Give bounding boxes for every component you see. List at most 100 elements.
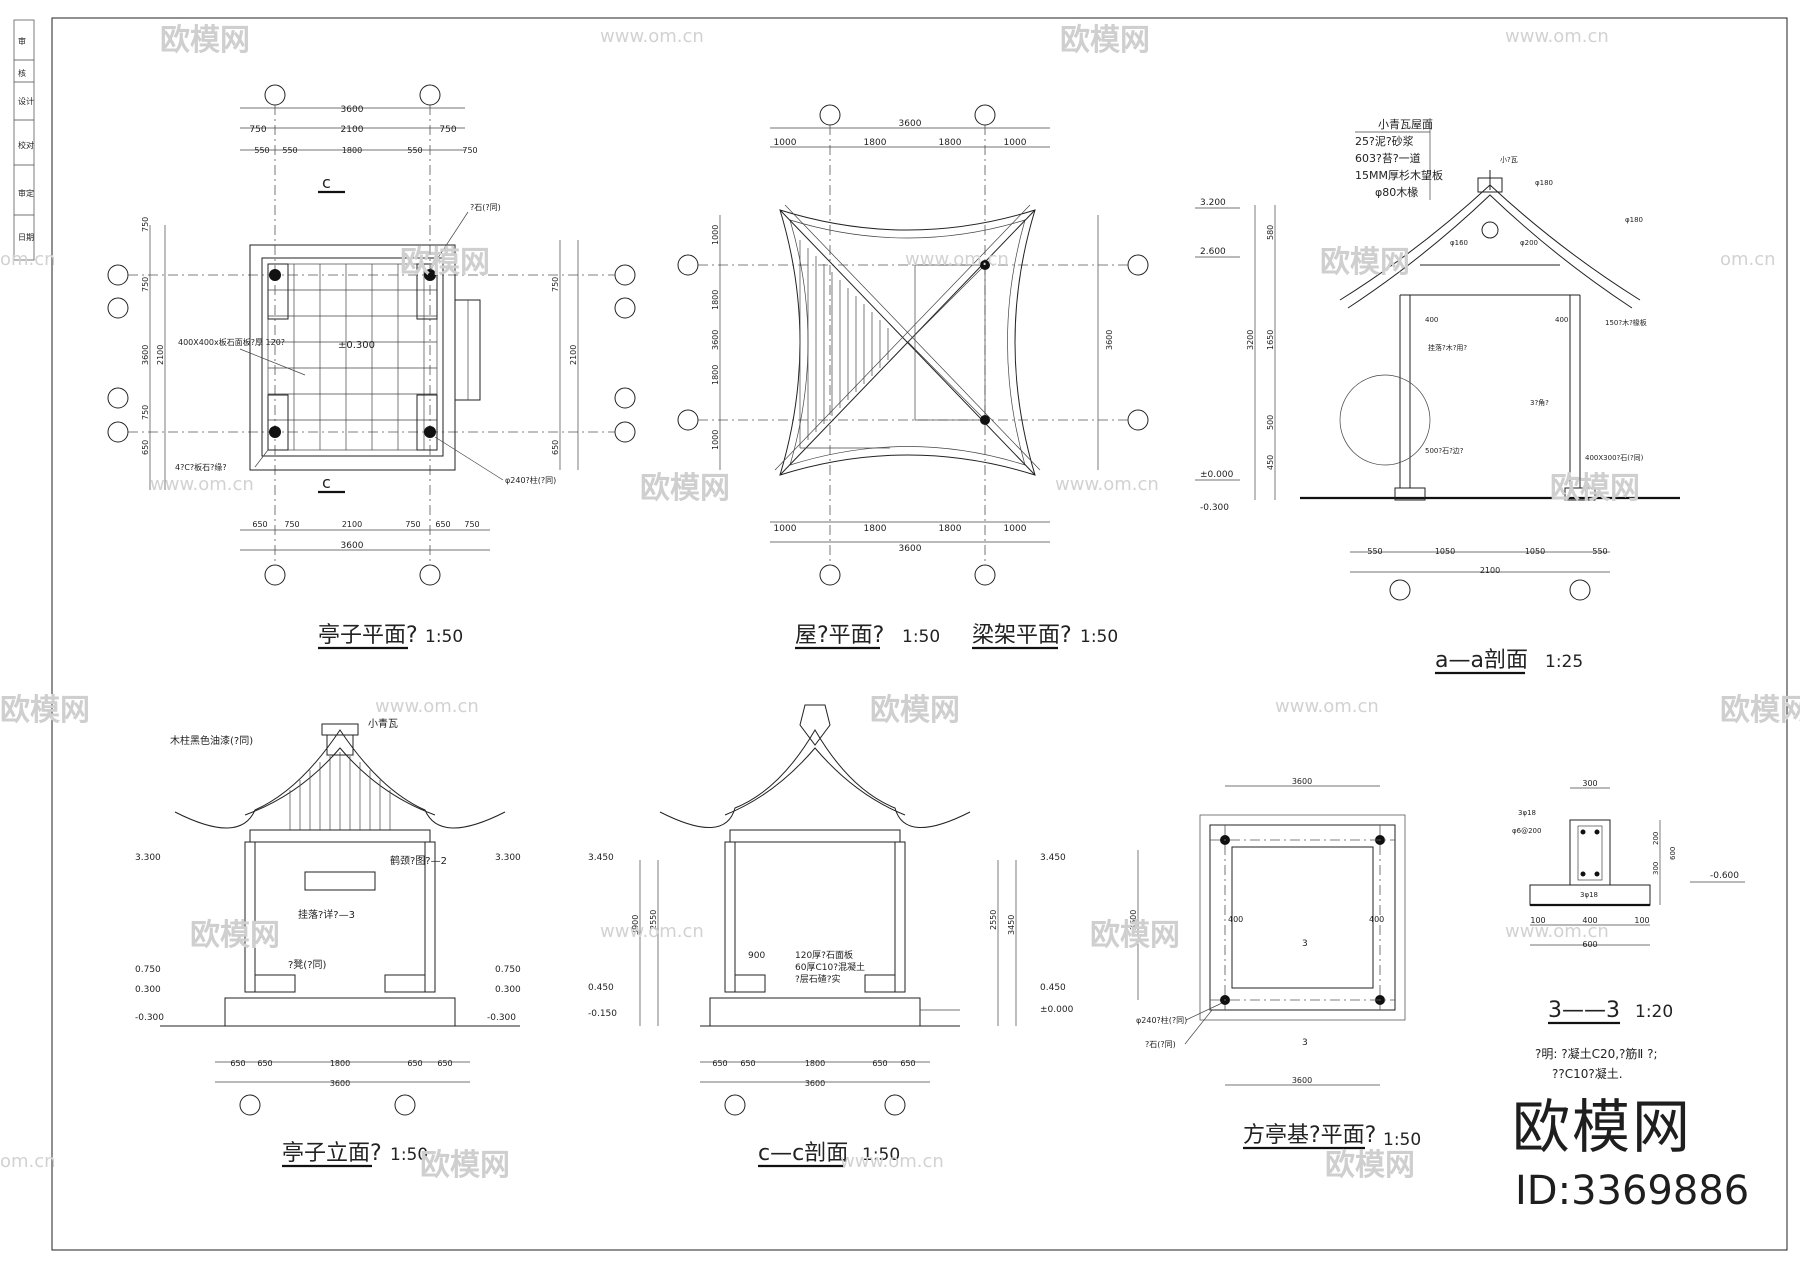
dim-label: 650 [230, 1059, 245, 1068]
dim-label: 400 [1369, 915, 1384, 924]
elevation-label: 0.450 [1040, 983, 1066, 993]
elevation-label: -0.300 [487, 1013, 516, 1023]
note-label: 400 [1425, 316, 1438, 324]
dim-label: 400 [1582, 916, 1597, 925]
dim-label: 3600 [330, 1079, 350, 1088]
dim-label: 2100 [156, 345, 165, 365]
drawing-scale: 1:25 [1545, 652, 1583, 672]
dim-label: 1800 [939, 524, 962, 534]
dim-label: 1800 [342, 146, 362, 155]
grid-bubble [107, 297, 129, 319]
section-mark: c [322, 473, 331, 492]
dim-label: 550 [254, 146, 269, 155]
watermark-logo: 欧模网 [1060, 23, 1150, 58]
note-label: 小青瓦 [368, 717, 398, 730]
drawing-scale: 1:50 [862, 1145, 900, 1165]
dim-label: 2100 [341, 125, 364, 135]
elevation-label: ±0.000 [1040, 1005, 1074, 1015]
foundation-plan: 3600 3600 3600 400 400 3 3 φ240?柱(?同) ?石… [1129, 777, 1421, 1150]
grid-bubble [264, 564, 286, 586]
note-label: 4?C?板石?缘? [175, 462, 227, 472]
drawing-scale: 1:20 [1635, 1002, 1673, 1022]
elevation-label: ±0.300 [338, 340, 375, 351]
watermark-logo: 欧模网 [420, 1148, 510, 1183]
note-label: φ180 [1625, 216, 1643, 224]
dim-label: 3600 [141, 345, 150, 365]
elevation-label: -0.300 [135, 1013, 164, 1023]
grid-bubble [724, 1094, 746, 1116]
watermark-url: om.cn [0, 1151, 56, 1172]
drawing-scale: 1:50 [902, 627, 940, 647]
note-label: 400X300?石(?同) [1585, 454, 1644, 462]
drawing-scale: 1:50 [390, 1145, 428, 1165]
dim-label: 1000 [711, 430, 720, 450]
dim-label: 550 [1592, 547, 1607, 556]
watermark-url: www.om.cn [1505, 26, 1609, 47]
dim-label: 600 [1582, 940, 1597, 949]
dim-label: 550 [1367, 547, 1382, 556]
title-strip: 审 核 设计 校对 审定 日期 [13, 19, 35, 261]
pavilion-plan: 3600 750 2100 750 550 550 1800 550 750 6… [107, 84, 636, 650]
dim-label: 1800 [939, 138, 962, 148]
section-mark: c [322, 173, 331, 192]
dim-label: 3600 [899, 119, 922, 129]
drawing-title: 方亭基?平面? [1243, 1123, 1376, 1148]
dim-label: 750 [462, 146, 477, 155]
grid-bubble [974, 564, 996, 586]
watermark-url: www.om.cn [1055, 474, 1159, 495]
dim-label: 650 [712, 1059, 727, 1068]
grid-bubble [1127, 409, 1149, 431]
watermark-url: om.cn [1720, 249, 1776, 270]
dim-label: 3600 [805, 1079, 825, 1088]
elevation-label: 0.750 [135, 965, 161, 975]
dim-label: 200 [1652, 832, 1660, 845]
note-label: φ180 [1535, 179, 1553, 187]
side-label: 日期 [18, 233, 34, 242]
dim-label: 1800 [330, 1059, 350, 1068]
grid-bubble [1127, 254, 1149, 276]
watermark-logo: 欧模网 [1090, 918, 1180, 953]
dim-label: 750 [249, 125, 266, 135]
watermark-logo: 欧模网 [1720, 693, 1800, 728]
note-label: 3?角? [1530, 398, 1549, 407]
watermark-url: www.om.cn [150, 474, 254, 495]
grid-bubble [819, 104, 841, 126]
dim-label: 650 [407, 1059, 422, 1068]
dim-label: 2100 [569, 345, 578, 365]
elevation-label: 0.300 [495, 985, 521, 995]
side-label: 核 [18, 68, 26, 78]
dim-label: 3600 [899, 544, 922, 554]
grid-bubble [974, 104, 996, 126]
dim-label: 100 [1530, 916, 1545, 925]
dim-label: 2100 [1480, 566, 1500, 575]
note-label: 挂落?详?—3 [298, 908, 355, 921]
dim-label: 3600 [341, 105, 364, 115]
dim-label: 400 [1228, 915, 1243, 924]
watermark-logo: 欧模网 [0, 693, 90, 728]
elevation-label: -0.150 [588, 1009, 617, 1019]
watermark-logo: 欧模网 [1325, 1148, 1415, 1183]
side-label: 设计 [18, 96, 34, 106]
elevation-label: 3.450 [588, 853, 614, 863]
note-label: ??C10?凝土. [1552, 1066, 1623, 1081]
side-label: 审定 [18, 188, 34, 198]
dim-label: 1050 [1525, 547, 1545, 556]
note-label: 25?泥?砂浆 [1355, 134, 1414, 148]
dim-label: 750 [464, 520, 479, 529]
grid-bubble [419, 84, 441, 106]
drawing-title: 亭子平面? [318, 623, 418, 648]
elevation-label: 3.200 [1200, 198, 1226, 208]
note-label: 60厚C10?混凝土 [795, 961, 865, 973]
section-mark: 3 [1302, 939, 1308, 949]
note-label: 400 [1555, 316, 1568, 324]
watermark-logo: 欧模网 [400, 245, 490, 280]
elevation-label: 3.300 [135, 853, 161, 863]
note-label: ?凳(?同) [288, 959, 327, 971]
dim-label: 650 [141, 440, 150, 455]
watermark-url: www.om.cn [600, 921, 704, 942]
dim-label: 1800 [864, 524, 887, 534]
dim-label: 3600 [1292, 1076, 1312, 1085]
dim-label: 3600 [1129, 910, 1138, 930]
watermark-url: www.om.cn [905, 249, 1009, 270]
